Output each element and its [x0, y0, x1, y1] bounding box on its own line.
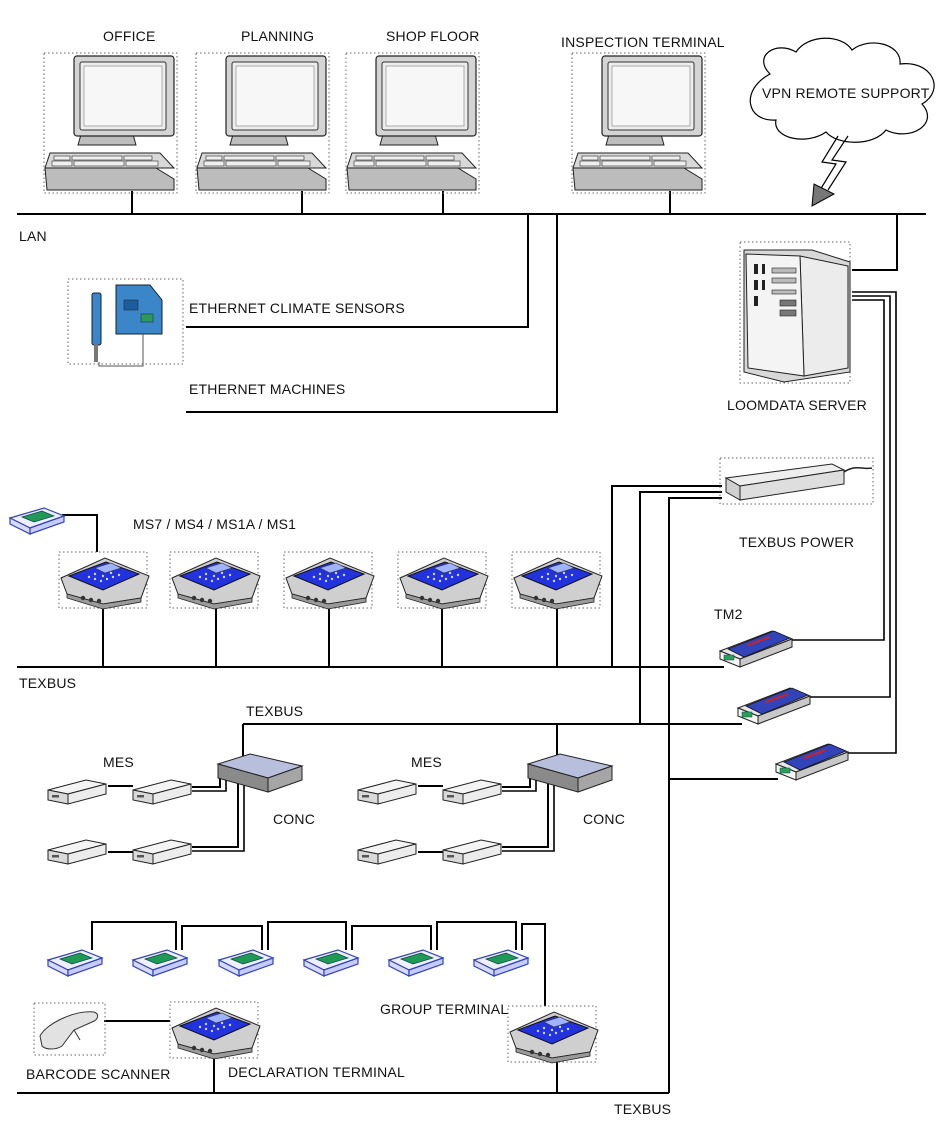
tray-module-icon — [388, 949, 444, 977]
ethernet-machines-label: ETHERNET MACHINES — [189, 381, 346, 397]
ms-terminals-label: MS7 / MS4 / MS1A / MS1 — [133, 516, 297, 532]
tm2-module-icon — [775, 743, 849, 781]
network-wiring — [17, 191, 926, 1094]
texbus-label-3: TEXBUS — [614, 1101, 672, 1117]
tray-module-icon — [473, 949, 529, 977]
ms-terminal-icon — [283, 551, 375, 610]
climate-sensor-icon — [67, 278, 184, 367]
group-terminal-label: GROUP TERMINAL — [380, 1001, 509, 1017]
tower-server-icon — [739, 241, 851, 384]
vpn-label: VPN REMOTE SUPPORT — [762, 85, 930, 101]
planning-label: PLANNING — [241, 28, 315, 44]
mes-module-icon — [47, 779, 107, 805]
office-label: OFFICE — [103, 28, 156, 44]
tray-module-icon — [9, 507, 65, 535]
barcode-scanner-icon — [33, 1002, 106, 1056]
inspection-terminal-label: INSPECTION TERMINAL — [561, 34, 725, 50]
cloud-icon — [749, 37, 935, 207]
conc-label-2: CONC — [583, 811, 626, 827]
tm2-module-icon — [737, 687, 811, 725]
mes-module-icon — [357, 779, 417, 805]
declaration-terminal-label: DECLARATION TERMINAL — [228, 1064, 405, 1080]
tray-module-icon — [132, 949, 188, 977]
climate-sensors-label: ETHERNET CLIMATE SENSORS — [189, 300, 405, 316]
tm2-label: TM2 — [714, 606, 743, 622]
declaration-terminal-icon — [169, 1001, 261, 1060]
mes-label-2: MES — [411, 754, 442, 770]
barcode-scanner-label: BARCODE SCANNER — [26, 1066, 171, 1082]
shop-floor-label: SHOP FLOOR — [386, 28, 480, 44]
power-supply-icon — [719, 457, 874, 505]
texbus-power-label: TEXBUS POWER — [739, 534, 855, 550]
mes-module-icon — [47, 839, 107, 865]
lan-label: LAN — [19, 228, 47, 244]
mes-module-icon — [132, 839, 192, 865]
mes-module-icon — [442, 779, 502, 805]
ms-terminal-icon — [169, 551, 261, 610]
mes-module-icon — [357, 839, 417, 865]
concentrator-icon — [527, 753, 613, 793]
group-terminal-icon — [507, 1005, 599, 1064]
ms-terminal-icon — [511, 551, 603, 610]
shop-floor-computer-icon — [345, 52, 480, 194]
inspection-terminal-computer-icon — [571, 52, 706, 194]
tm2-module-icon — [719, 630, 793, 668]
office-computer-icon — [43, 52, 178, 194]
mes-label-1: MES — [103, 754, 134, 770]
texbus-label-1: TEXBUS — [19, 675, 77, 691]
planning-computer-icon — [195, 52, 330, 194]
loomdata-server-label: LOOMDATA SERVER — [727, 397, 867, 413]
texbus-label-2: TEXBUS — [246, 703, 304, 719]
tray-module-icon — [303, 949, 359, 977]
conc-label-1: CONC — [273, 811, 316, 827]
concentrator-icon — [217, 753, 303, 793]
mes-module-icon — [442, 839, 502, 865]
tray-module-icon — [47, 949, 103, 977]
ms-terminal-icon — [58, 551, 150, 610]
tray-module-icon — [218, 949, 274, 977]
mes-module-icon — [132, 779, 192, 805]
ms-terminal-icon — [397, 551, 489, 610]
